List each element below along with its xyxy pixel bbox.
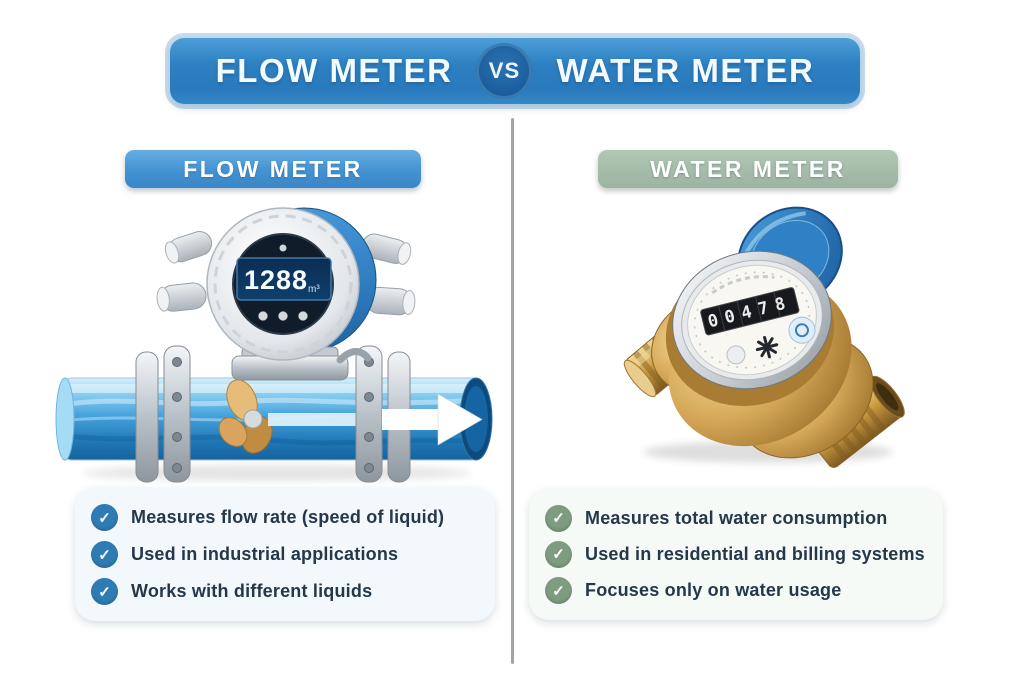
point-label: Used in industrial applications	[131, 544, 399, 564]
sub-dial-blue	[788, 316, 816, 344]
lcd-display	[236, 257, 332, 301]
check-icon: ✓	[91, 578, 118, 605]
banner-right-title: WATER METER	[556, 52, 815, 89]
point-label: Measures flow rate (speed of liquid)	[131, 507, 445, 527]
sub-dial-small	[726, 345, 746, 365]
point-label: Used in residential and billing systems	[585, 543, 925, 564]
flow-meter-illustration: 1288 m³	[52, 192, 497, 489]
lcd-units: m³	[308, 284, 320, 295]
sub-dial-star	[755, 335, 779, 359]
list-item: ✓ Measures total water consumption	[545, 500, 927, 536]
list-item: ✓ Works with different liquids	[91, 573, 479, 610]
dial: 00478	[672, 250, 832, 390]
check-icon: ✓	[91, 541, 118, 568]
pipe-flange-left	[135, 345, 191, 483]
indicator-dot	[279, 244, 287, 252]
cable-glands	[156, 231, 416, 316]
check-icon: ✓	[545, 540, 572, 568]
point-label: Measures total water consumption	[585, 507, 888, 528]
list-item: ✓ Focuses only on water usage	[545, 573, 927, 609]
flow-meter-card: ✓ Measures flow rate (speed of liquid) ✓…	[75, 488, 495, 621]
lcd-reading: 1288	[244, 265, 308, 295]
check-icon: ✓	[545, 577, 572, 605]
water-meter-header-badge: WATER METER	[598, 150, 898, 188]
banner-left-title: FLOW METER	[215, 52, 453, 89]
flow-arrow-outlet	[382, 393, 483, 446]
check-icon: ✓	[545, 504, 572, 532]
register-window	[700, 287, 800, 336]
water-meter-header-label: WATER METER	[650, 155, 846, 182]
flow-meter-header-label: FLOW METER	[183, 155, 363, 182]
check-icon: ✓	[91, 504, 118, 531]
point-label: Focuses only on water usage	[585, 580, 842, 601]
vs-badge: VS	[476, 43, 533, 99]
list-item: ✓ Used in residential and billing system…	[545, 536, 927, 572]
point-label: Works with different liquids	[131, 581, 373, 601]
water-meter-illustration: 00478	[600, 202, 930, 477]
turbine	[218, 379, 273, 454]
water-meter-card: ✓ Measures total water consumption ✓ Use…	[529, 489, 943, 620]
flow-meter-header-badge: FLOW METER	[125, 150, 421, 188]
transmitter-head: 1288 m³	[206, 207, 360, 361]
column-divider	[511, 118, 514, 664]
pipe-left-cap	[55, 377, 75, 461]
list-item: ✓ Used in industrial applications	[91, 536, 479, 573]
list-item: ✓ Measures flow rate (speed of liquid)	[91, 499, 479, 536]
title-banner: FLOW METER VS WATER METER	[170, 38, 860, 104]
